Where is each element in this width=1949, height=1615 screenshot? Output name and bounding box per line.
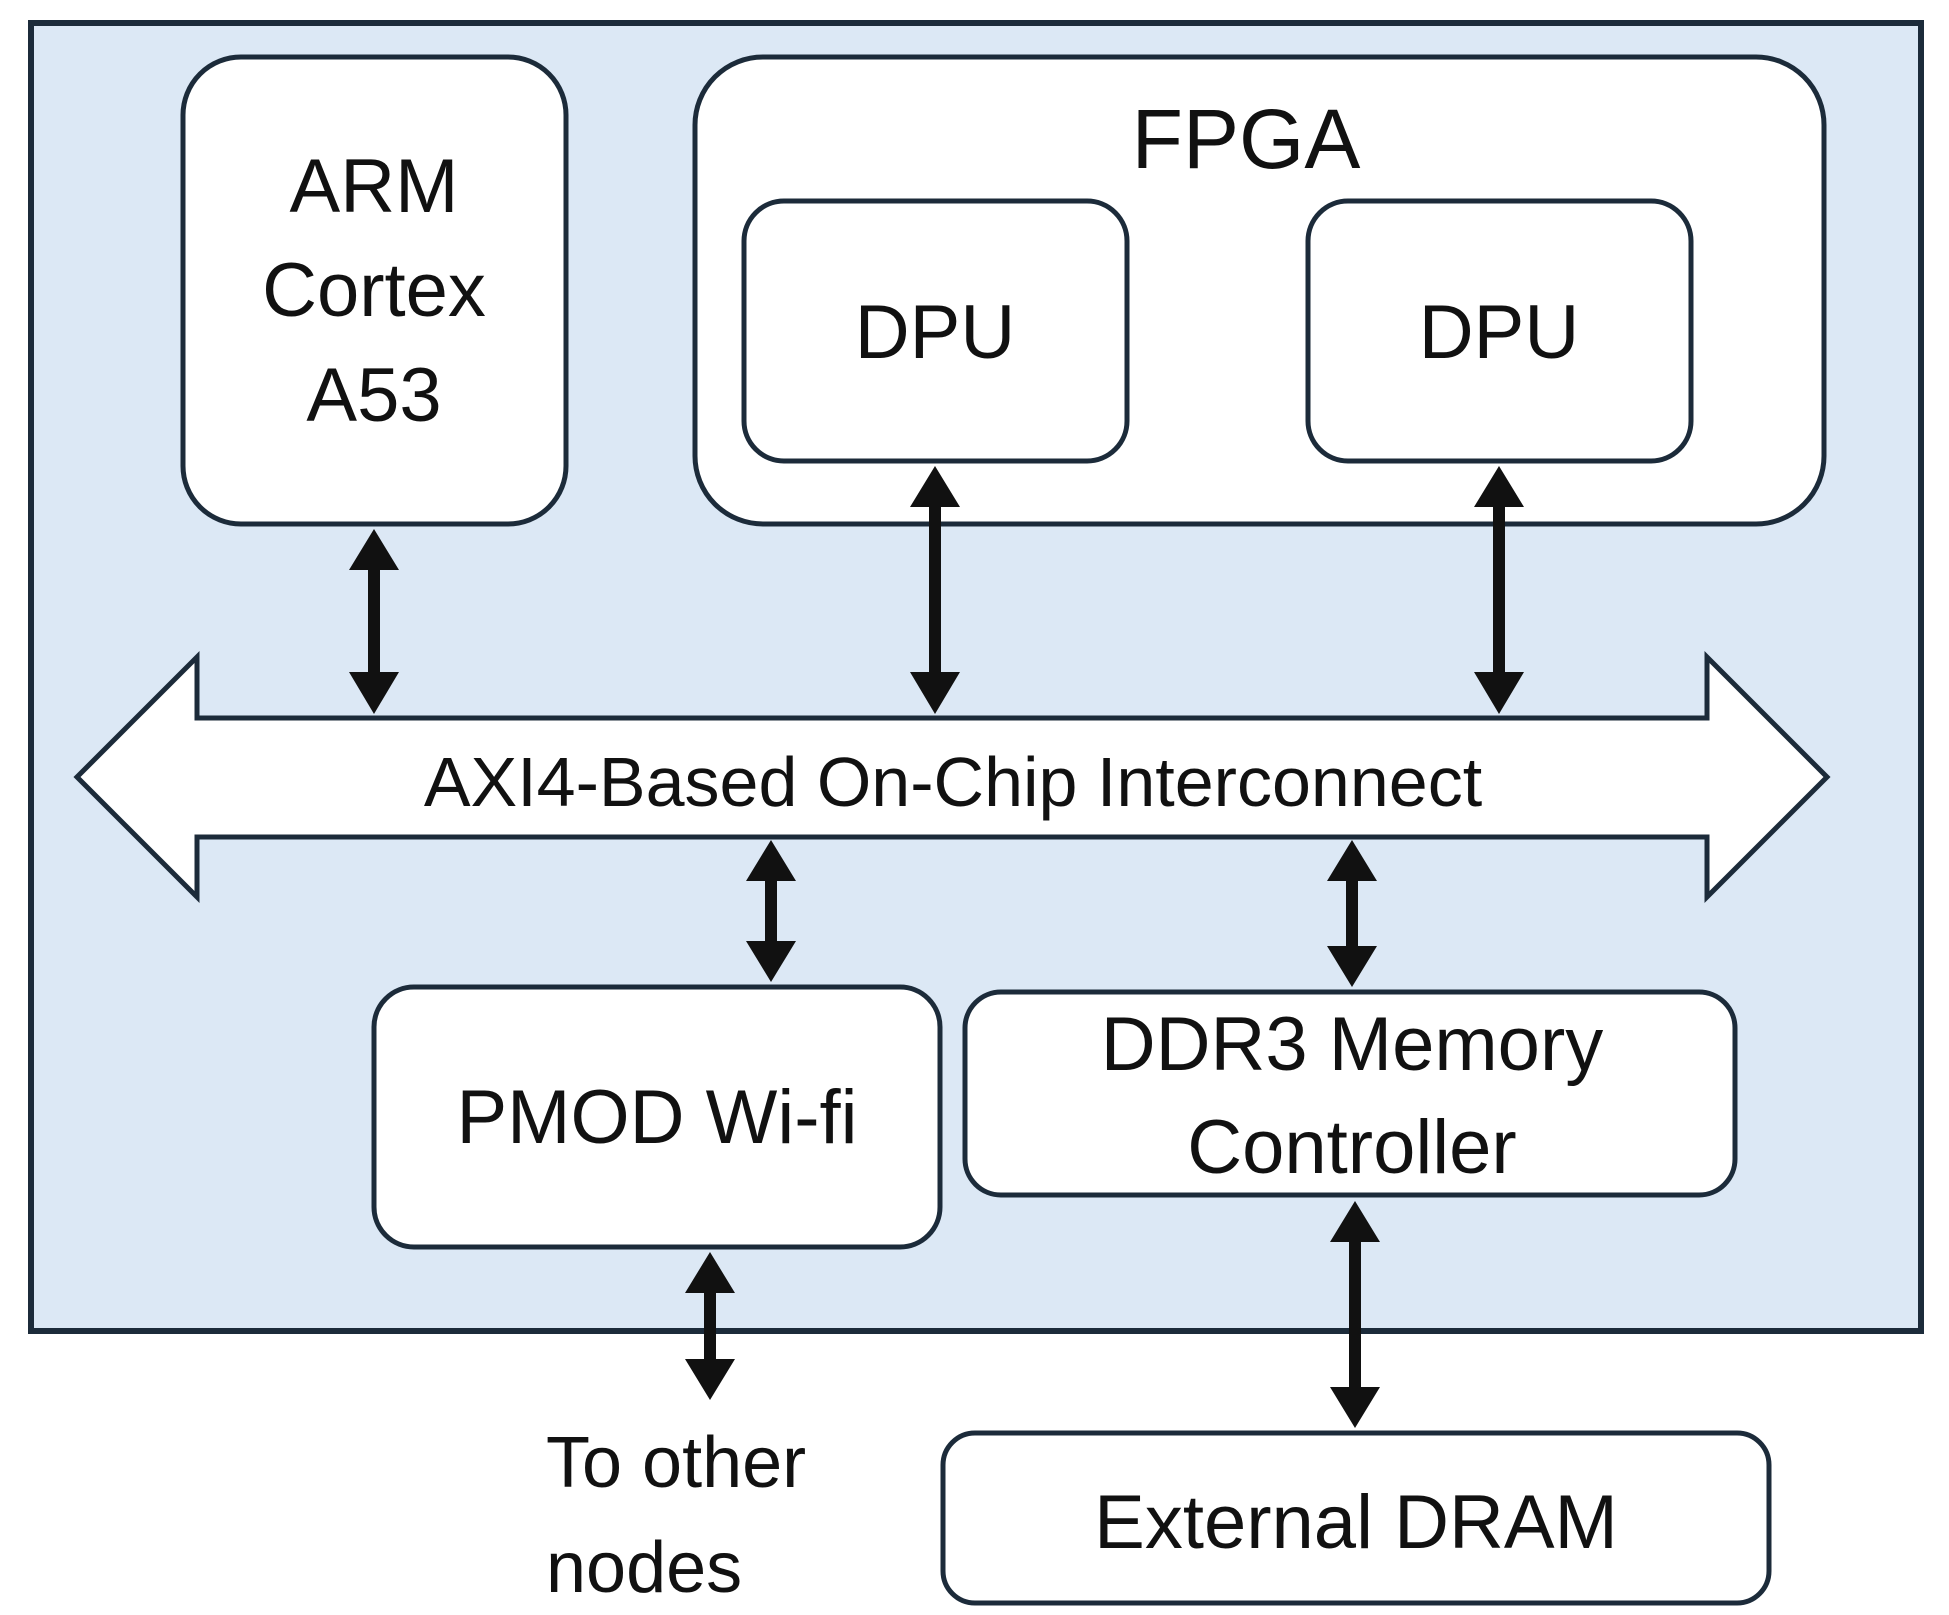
arrow-pmod-other-nodes [685, 1252, 735, 1400]
arm-cortex-block: ARM Cortex A53 [180, 54, 569, 527]
ddr3-label-line2: Controller [1187, 1105, 1516, 1190]
other-nodes-line2: nodes [546, 1528, 742, 1608]
arm-label-line3: A53 [306, 353, 441, 438]
arrow-bus-pmod [746, 840, 796, 982]
dpu-right-label: DPU [1419, 290, 1579, 375]
interconnect-label: AXI4-Based On-Chip Interconnect [424, 743, 1482, 821]
arrow-bus-ddr3 [1327, 840, 1377, 987]
arrow-dpu-right-bus [1474, 466, 1524, 714]
arrow-ddr3-dram [1330, 1201, 1380, 1428]
arm-label-line2: Cortex [262, 248, 486, 333]
dpu-left-block: DPU [741, 198, 1130, 464]
external-dram-label: External DRAM [1094, 1480, 1618, 1565]
pmod-wifi-block: PMOD Wi-fi [371, 984, 943, 1250]
arrow-arm-bus [349, 529, 399, 714]
arm-label-line1: ARM [290, 144, 459, 229]
arrow-dpu-left-bus [910, 466, 960, 714]
dpu-left-label: DPU [855, 290, 1015, 375]
external-dram-block: External DRAM [940, 1430, 1772, 1606]
fpga-label: FPGA [1132, 92, 1361, 186]
other-nodes-label: To other nodes [546, 1423, 806, 1608]
pmod-label: PMOD Wi-fi [456, 1075, 857, 1160]
ddr3-controller-block: DDR3 Memory Controller [962, 989, 1738, 1198]
axi4-interconnect-bus: AXI4-Based On-Chip Interconnect [73, 650, 1831, 904]
dpu-right-block: DPU [1305, 198, 1694, 464]
other-nodes-line1: To other [546, 1423, 806, 1503]
ddr3-label-line1: DDR3 Memory [1101, 1002, 1604, 1087]
